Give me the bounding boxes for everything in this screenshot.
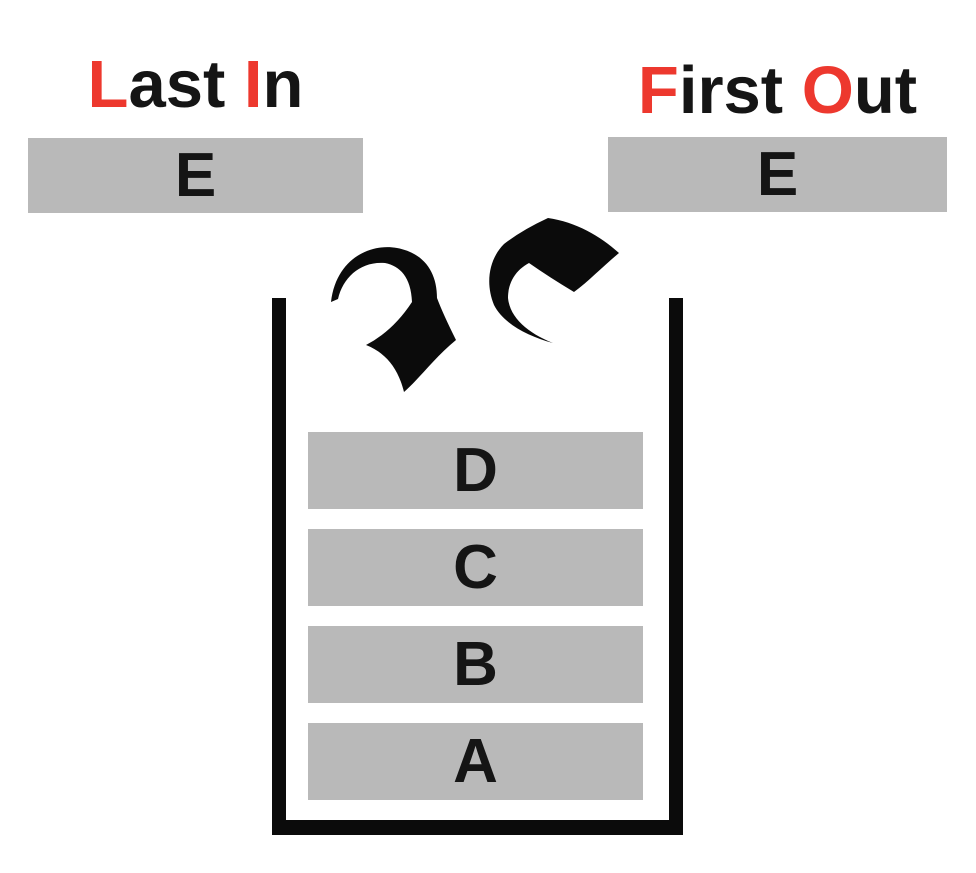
title-segment: I [243, 47, 263, 122]
stack-item-label: A [453, 727, 498, 796]
title-segment: F [637, 53, 679, 128]
title-segment: irst [678, 53, 802, 128]
outgoing-item-box: E [608, 137, 947, 212]
stack-item-label: B [453, 630, 498, 699]
title-segment: ast [128, 47, 244, 122]
stack-item: A [308, 723, 643, 800]
outgoing-item-label: E [756, 140, 799, 209]
title-segment: ut [853, 53, 918, 128]
incoming-item-label: E [174, 141, 217, 210]
stack-item: C [308, 529, 643, 606]
incoming-item-box: E [28, 138, 363, 213]
stack-item-label: C [453, 533, 498, 602]
stack-item-label: D [453, 436, 498, 505]
stack-item: B [308, 626, 643, 703]
last-in-title: Last In [28, 51, 363, 118]
title-segment: n [262, 47, 304, 122]
first-out-title: First Out [608, 57, 947, 124]
title-segment: L [87, 47, 129, 122]
title-segment: O [801, 53, 854, 128]
stack-items-list: D C B A [308, 432, 643, 800]
stack-container [272, 298, 683, 835]
stack-item: D [308, 432, 643, 509]
